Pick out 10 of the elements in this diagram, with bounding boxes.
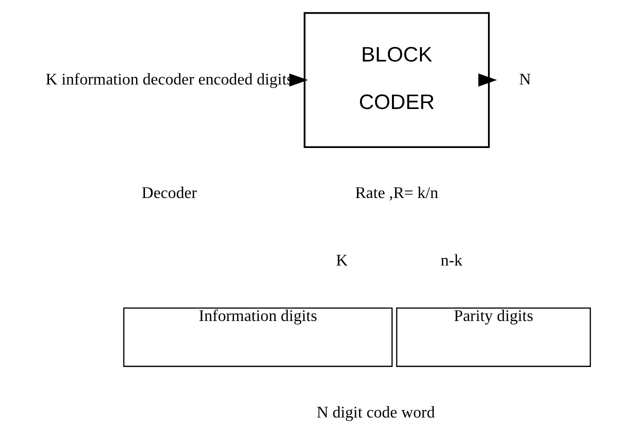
label: K bbox=[336, 250, 348, 270]
label: Rate ,R= k/n bbox=[354, 183, 438, 202]
label: N digit code word bbox=[316, 402, 434, 422]
arrow bbox=[288, 74, 308, 87]
node-box: Parity digits bbox=[396, 307, 590, 367]
label: n-k bbox=[440, 250, 462, 270]
label: Decoder bbox=[141, 183, 196, 202]
node-box: Information digits bbox=[122, 307, 392, 367]
arrow bbox=[478, 74, 496, 87]
node-text: N bbox=[518, 69, 530, 88]
